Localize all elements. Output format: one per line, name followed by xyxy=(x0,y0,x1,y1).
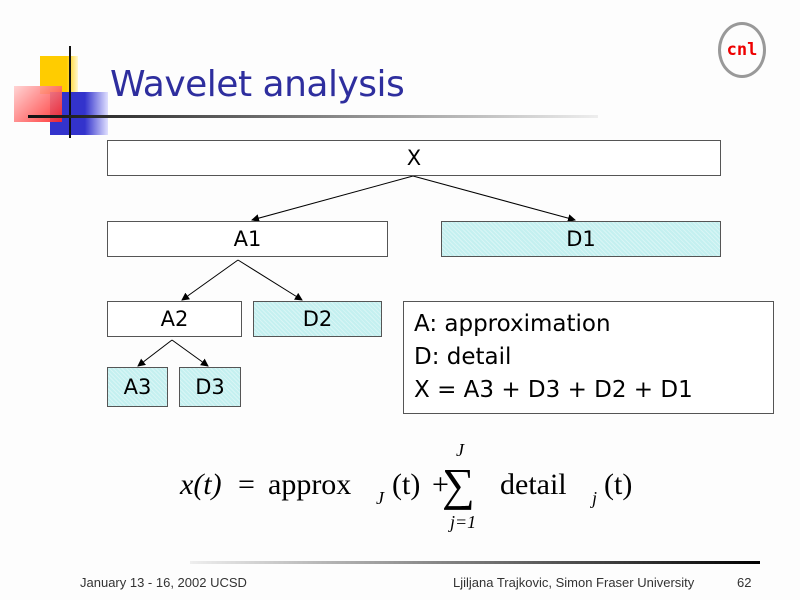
decoration-squares xyxy=(0,0,110,140)
formula-t1: (t) xyxy=(392,468,421,501)
node-a1: A1 xyxy=(107,221,388,257)
formula-plus: + xyxy=(432,468,449,501)
footer-author: Ljiljana Trajkovic, Simon Fraser Univers… xyxy=(453,575,695,590)
legend-box: A: approximation D: detail X = A3 + D3 +… xyxy=(403,301,774,414)
legend-sum: X = A3 + D3 + D2 + D1 xyxy=(414,377,693,403)
page-number: 62 xyxy=(737,575,752,590)
formula-t2: (t) xyxy=(604,468,633,501)
title-underline xyxy=(28,115,598,118)
formula-sub-J: J xyxy=(376,488,384,508)
legend-approximation: A: approximation xyxy=(414,311,611,337)
footer-date: January 13 - 16, 2002 UCSD xyxy=(80,575,247,590)
footer-line xyxy=(190,561,760,564)
node-a3: A3 xyxy=(107,367,168,407)
formula-sum: ∑ xyxy=(442,459,475,510)
legend-detail: D: detail xyxy=(414,344,512,370)
slide-title: Wavelet analysis xyxy=(110,64,405,105)
cnl-logo: cnl xyxy=(718,22,766,78)
formula-sum-lower: j=1 xyxy=(450,512,477,532)
formula-eq: = xyxy=(238,468,255,501)
node-d3: D3 xyxy=(179,367,241,407)
formula-sum-upper: J xyxy=(456,440,464,460)
formula-lhs: x(t) xyxy=(180,468,222,501)
node-a2: A2 xyxy=(107,301,242,337)
node-d2: D2 xyxy=(253,301,382,337)
node-x: X xyxy=(107,140,721,176)
node-d1: D1 xyxy=(441,221,721,257)
formula-sub-j: j xyxy=(592,488,598,508)
formula-detail: detail xyxy=(500,468,567,501)
formula-approx: approx xyxy=(268,468,352,501)
